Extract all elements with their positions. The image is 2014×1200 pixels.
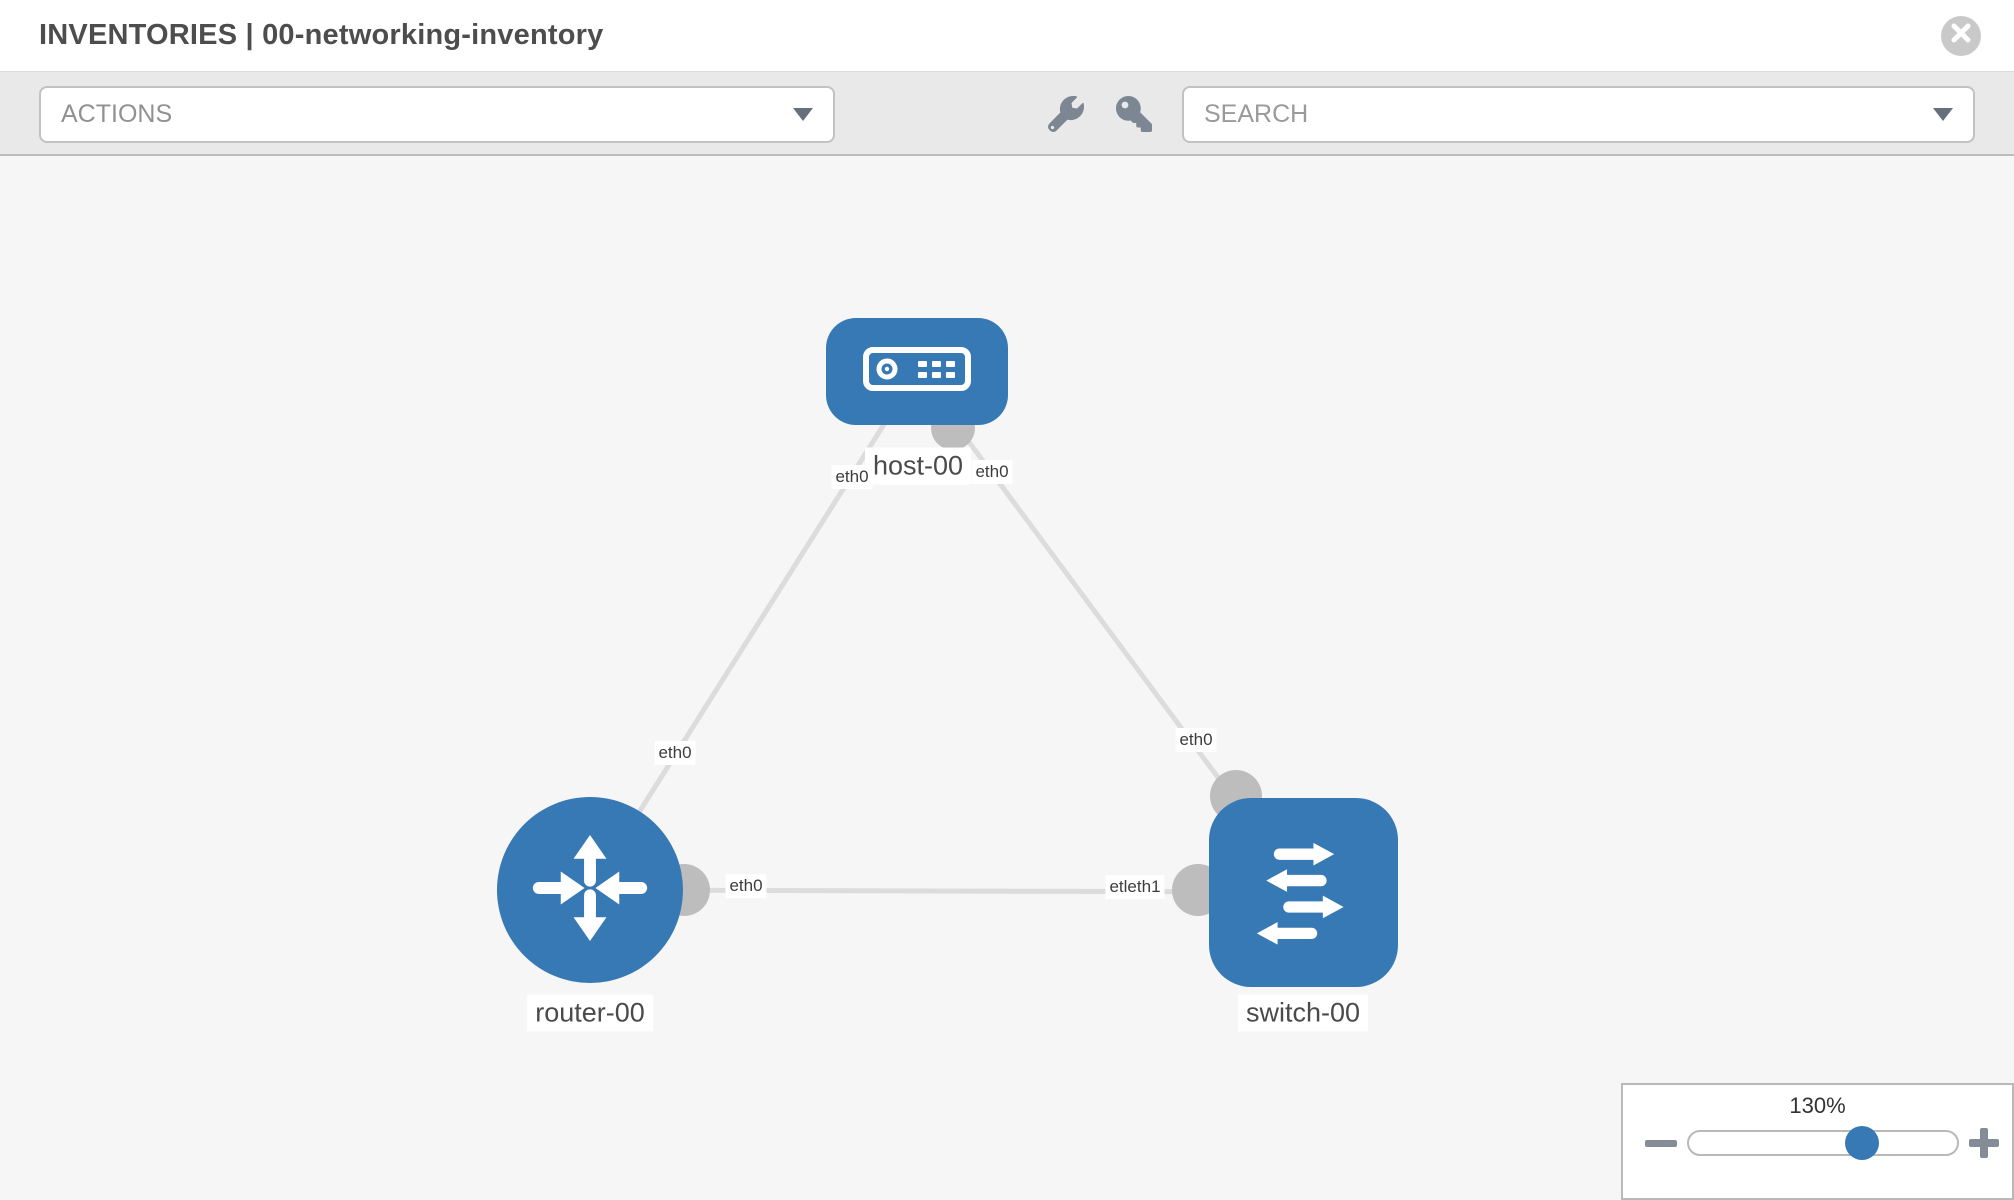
page-title: INVENTORIES | 00-networking-inventory	[39, 19, 604, 51]
node-label-switch: switch-00	[1237, 994, 1369, 1032]
zoom-slider-track[interactable]	[1687, 1126, 1959, 1160]
zoom-panel: 130%	[1621, 1083, 2014, 1200]
port-label: eth0	[725, 874, 767, 898]
chevron-down-icon	[1933, 108, 1953, 121]
credentials-button[interactable]	[1112, 94, 1156, 138]
search-dropdown[interactable]	[1182, 86, 1975, 143]
node-router-00[interactable]	[497, 797, 683, 983]
zoom-out-button[interactable]	[1645, 1139, 1677, 1147]
actions-dropdown-label: ACTIONS	[61, 100, 173, 128]
switch-icon-node[interactable]	[1209, 798, 1398, 987]
close-button[interactable]	[1941, 15, 1981, 56]
link-host-router	[587, 370, 920, 892]
header: INVENTORIES | 00-networking-inventory	[0, 0, 2014, 72]
key-icon	[1116, 95, 1152, 137]
node-host-00[interactable]	[826, 318, 1008, 425]
port-label: eth0	[971, 460, 1013, 484]
router-icon	[526, 824, 654, 957]
switch-icon	[1238, 824, 1370, 961]
node-label-router: router-00	[527, 994, 653, 1032]
topology-canvas[interactable]: host-00 router-00 switch-00 eth0 eth0 et…	[0, 156, 2014, 1200]
port-label: eth0	[654, 741, 696, 765]
host-icon	[862, 346, 972, 397]
port-label: eth0	[831, 465, 873, 489]
actions-dropdown[interactable]: ACTIONS	[39, 86, 835, 143]
toolbar: ACTIONS	[0, 72, 2014, 156]
close-icon	[1951, 23, 1971, 48]
link-lines	[587, 370, 1306, 895]
node-label-host: host-00	[864, 447, 972, 485]
wrench-icon	[1048, 95, 1084, 137]
zoom-slider-row	[1623, 1126, 2012, 1160]
zoom-level-value: 130%	[1789, 1093, 1846, 1118]
zoom-slider-thumb[interactable]	[1845, 1126, 1879, 1160]
port-label: etleth1	[1105, 875, 1165, 899]
configure-button[interactable]	[1044, 94, 1088, 138]
chevron-down-icon	[793, 108, 813, 121]
port-label: eth0	[1175, 728, 1217, 752]
zoom-in-button[interactable]	[1969, 1128, 1999, 1158]
search-input[interactable]	[1204, 100, 1933, 129]
